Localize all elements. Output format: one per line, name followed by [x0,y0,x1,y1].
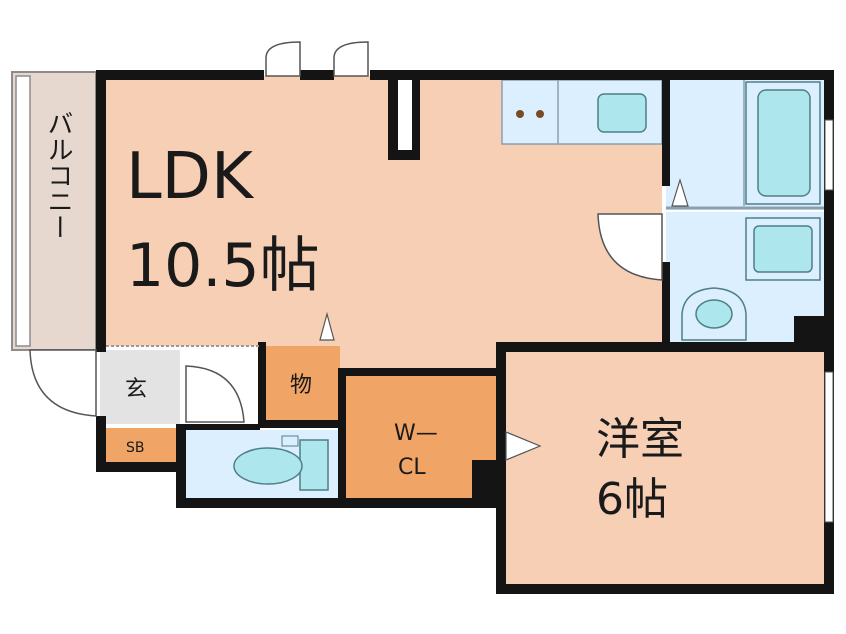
kitchen-sink-icon [597,93,647,133]
ldk-label: LDK [126,140,255,214]
storage-label: 物 [290,373,312,398]
wcl-label: W— [394,421,438,446]
exterior-door-swing-left [265,41,301,77]
doors [29,41,663,423]
walls [96,70,834,594]
balcony-label: バルコニー [43,110,73,240]
stove-burner-icon [536,110,544,118]
toilet-paper-icon [281,435,299,447]
washroom-door-swing [597,213,663,281]
shoebox-label: SB [126,440,145,456]
western-room-size-label: 6帖 [596,474,668,525]
door-arrow-icon [319,311,335,341]
windows [824,119,834,523]
washing-machine-drain-icon [695,299,733,329]
door-arrow-icon [671,177,689,207]
washbasin-bowl [753,225,813,273]
storage-floor [264,346,340,424]
toilet-tank-icon [299,439,329,491]
bathtub-basin [757,89,811,197]
toilet-bowl-icon [233,447,303,485]
refrigerator-space [398,80,412,150]
western-room-floor [502,346,828,588]
shoebox-floor [100,428,180,466]
genkan-label: 玄 [125,377,147,402]
exterior-door-swing-right [333,41,369,77]
entrance-door-swing [29,349,97,417]
wcl-label-line2: CL [398,455,426,480]
hall-door-swing [185,365,245,423]
balcony-rail [15,75,31,347]
stove-burner-icon [516,110,524,118]
wcl-floor [342,374,496,502]
door-arrow-icon [505,431,542,461]
western-room-label: 洋室 [596,414,684,465]
ldk-size-label: 10.5帖 [126,231,320,301]
genkan-floor [100,350,180,424]
